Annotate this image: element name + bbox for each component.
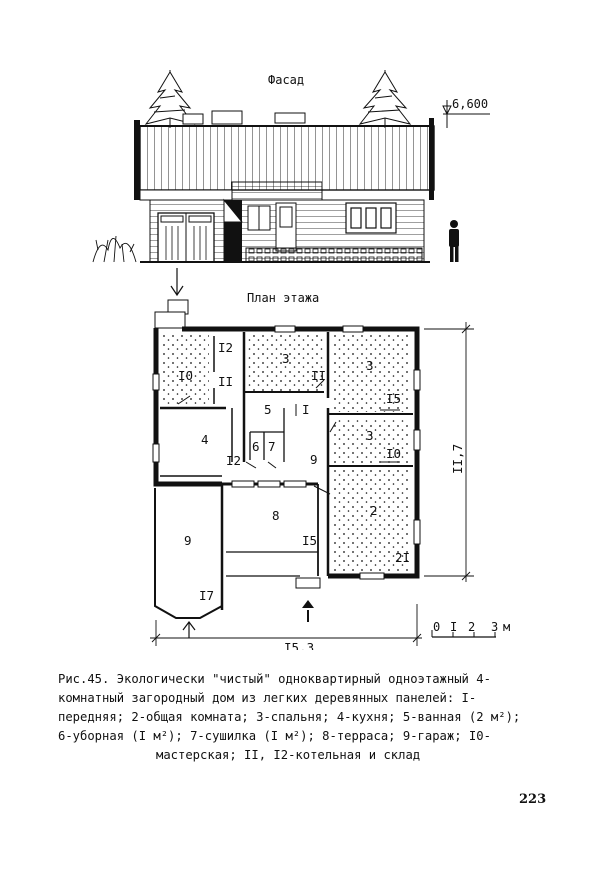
scale-label-2: 2 [468,620,475,634]
tree-left-icon [144,70,196,128]
caption-line: мастерская; II, I2-котельная и склад [156,748,421,762]
room-label-6: 6 [252,439,260,454]
facade-roof [139,125,435,191]
facade-door [275,202,297,252]
room-label-17: I7 [199,588,214,603]
room-label-3-top: 3 [282,351,290,366]
roof-vent-mid [211,110,243,125]
room-label-7: 7 [268,439,276,454]
room-label-3-right: 3 [366,358,374,373]
room-label-3-mid: 3 [366,428,374,443]
figure-caption: Рис.45. Экологически "чистый" однокварти… [58,670,558,765]
room-label-11-left: II [218,374,233,389]
entrance-arrow-garage-icon [182,621,196,638]
dimension-width [150,604,422,646]
dimension-depth-label: II,7 [450,444,465,474]
room-label-4: 4 [201,432,209,447]
scale-label-unit: м [503,620,510,634]
architectural-drawing: Фасад [92,70,510,650]
scale-label-3: 3 [491,620,498,634]
bush-icon [92,235,137,263]
room-label-12-top: I2 [218,340,233,355]
caption-line: 6-уборная (I м²); 7-сушилка (I м²); 8-те… [58,729,491,743]
scale-label-1: I [450,620,457,634]
facade-eave [139,189,233,201]
room-label-21: 2I [395,550,410,565]
room-label-15-right: I5 [386,391,401,406]
room-label-5: 5 [264,402,272,417]
door-swings [177,379,400,495]
facade-window-left [247,205,271,231]
room-labels: I0 I2 II 3 II 3 I5 5 I 3 4 6 7 I2 9 I0 2… [178,340,410,603]
floor-plan: План этажа [150,291,510,650]
facade-flower-strip [245,247,423,263]
scale-label-0: 0 [433,620,440,634]
tree-right-icon [358,70,412,128]
facade-title: Фасад [268,73,304,87]
room-label-9-corridor: 9 [310,452,318,467]
caption-line: передняя; 2-общая комната; 3-спальня; 4-… [58,710,521,724]
height-mark: 6,600 [442,97,490,128]
scale-bar: 0 I 2 3 м [431,620,510,638]
section-arrow-icon [170,268,184,297]
entrance-arrow-terrace-icon [302,600,314,622]
person-figure-icon [449,220,459,262]
roof-vent-left [182,113,204,125]
room-label-10: I0 [178,368,193,383]
dimension-width-label: I5,3 [284,640,314,650]
room-label-11-right: II [311,368,326,383]
room-label-2: 2 [370,503,378,518]
room-label-8: 8 [272,508,280,523]
room-label-15-bottom: I5 [302,533,317,548]
plan-title: План этажа [247,291,319,305]
caption-line: комнатный загородный дом из легких дерев… [58,691,477,705]
caption-line: Рис.45. Экологически "чистый" однокварти… [58,672,491,686]
room-label-10-right: I0 [386,446,401,461]
height-mark-label: 6,600 [452,97,488,111]
facade-window-right [345,202,397,234]
room-label-12-bottom: I2 [226,453,241,468]
dimension-depth [424,322,474,582]
room-label-9-garage: 9 [184,533,192,548]
room-label-1: I [302,402,310,417]
roof-vent-right [274,112,306,124]
page-number: 223 [519,792,547,807]
facade-elevation: Фасад [92,70,490,263]
